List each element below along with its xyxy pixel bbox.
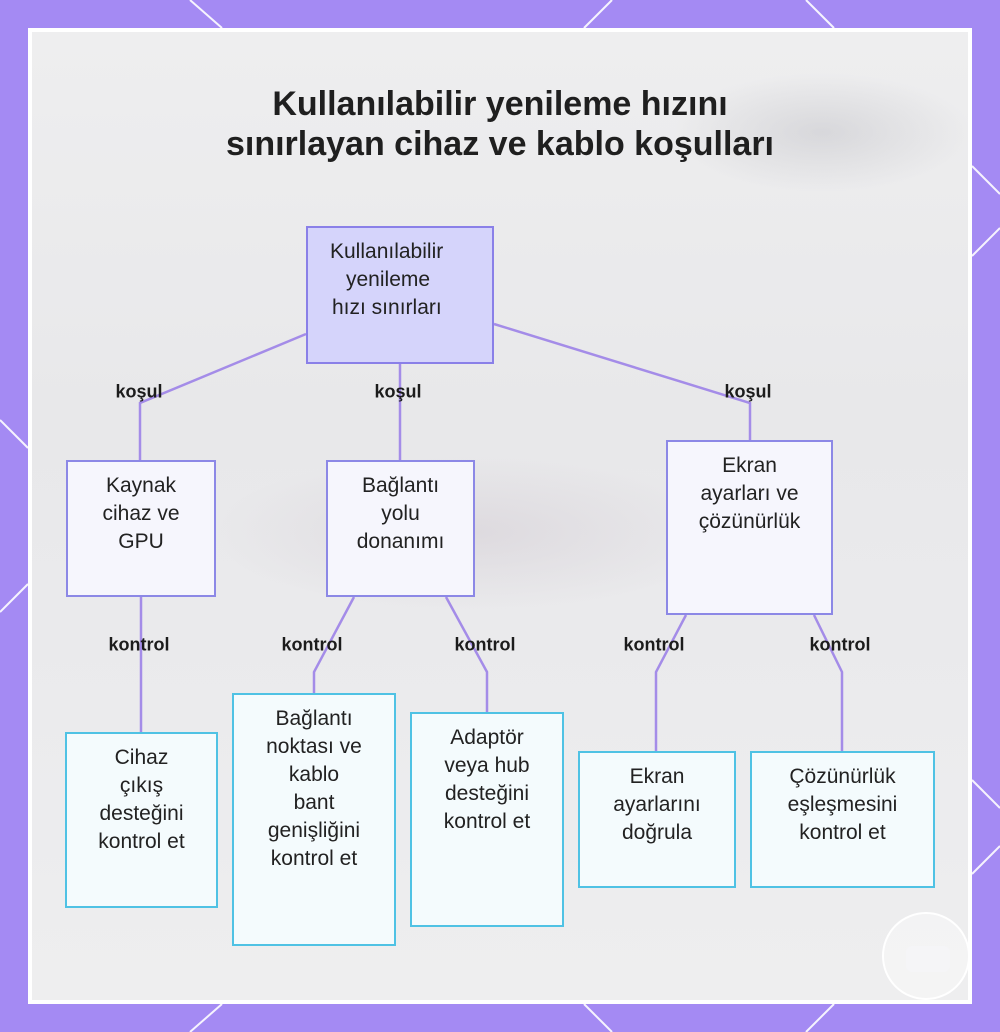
edge-label-condition: koşul (724, 381, 772, 402)
node-line: eşleşmesini (787, 793, 898, 816)
node-line: Ekran (629, 765, 685, 788)
node-line: kontrol et (799, 821, 886, 844)
node-line: hızı sınırları (332, 296, 442, 319)
node-line: noktası ve (266, 735, 362, 758)
background-blur (672, 72, 968, 192)
node-line: bant (293, 791, 335, 814)
node-check-adapter-hub: Adaptör veya hub desteğini kontrol et (410, 712, 564, 927)
edge-label-condition: koşul (374, 381, 422, 402)
node-line: kablo (288, 763, 340, 786)
node-line: desteğini (444, 782, 530, 805)
node-verify-display-settings: Ekran ayarlarını doğrula (578, 751, 736, 888)
edge-label-control: kontrol (281, 634, 343, 655)
node-line: kontrol et (98, 830, 185, 853)
chat-button[interactable] (882, 912, 970, 1000)
node-line: Bağlantı (361, 474, 440, 497)
node-connection-hardware: Bağlantı yolu donanımı (326, 460, 475, 597)
edge-label-control: kontrol (454, 634, 516, 655)
node-line: desteğini (99, 802, 184, 825)
node-line: veya hub (444, 754, 530, 777)
node-line: kontrol et (270, 847, 358, 870)
node-line: genişliğini (267, 819, 361, 842)
node-line: Cihaz (114, 746, 169, 769)
edge-root-display (493, 322, 752, 440)
node-line: çözünürlük (698, 510, 801, 533)
node-display-settings-resolution: Ekran ayarları ve çözünürlük (666, 440, 833, 615)
node-line: çıkış (119, 774, 164, 797)
node-check-port-cable-bandwidth: Bağlantı noktası ve kablo bant genişliği… (232, 693, 396, 946)
node-line: Kullanılabilir (330, 240, 444, 263)
node-line: kontrol et (443, 810, 531, 833)
edge-connection-adapter (444, 596, 489, 712)
title-line-1: Kullanılabilir yenileme hızını (272, 85, 728, 123)
node-line: donanımı (356, 530, 445, 553)
edge-connection-port (312, 596, 356, 693)
node-line: Kaynak (105, 474, 177, 497)
edge-label-control: kontrol (809, 634, 871, 655)
edge-label-condition: koşul (115, 381, 163, 402)
edge-display-verify (654, 614, 688, 751)
edge-label-control: kontrol (623, 634, 685, 655)
node-line: ayarlarını (613, 793, 701, 816)
edge-label-control: kontrol (108, 634, 170, 655)
node-line: GPU (118, 530, 164, 553)
node-line: Ekran (722, 454, 777, 477)
node-line: Çözünürlük (789, 765, 896, 788)
edge-root-source (138, 332, 307, 460)
node-line: yenileme (346, 268, 431, 291)
node-source-device-gpu: Kaynak cihaz ve GPU (66, 460, 216, 597)
node-line: doğrula (621, 821, 693, 844)
chat-bubble-icon (906, 946, 950, 972)
edge-display-resolution (812, 614, 844, 751)
title-line-2: sınırlayan cihaz ve kablo koşulları (225, 125, 775, 163)
node-usable-refresh-limits: Kullanılabilir yenileme hızı sınırları (306, 226, 494, 364)
node-check-device-output: Cihaz çıkış desteğini kontrol et (65, 732, 218, 908)
node-line: Adaptör (450, 726, 524, 749)
node-line: yolu (381, 502, 420, 525)
node-line: ayarları ve (700, 482, 799, 505)
node-line: cihaz ve (102, 502, 180, 525)
node-line: Bağlantı (275, 707, 353, 730)
diagram-title: Kullanılabilir yenileme hızını sınırlaya… (0, 84, 1000, 164)
node-check-resolution-match: Çözünürlük eşleşmesini kontrol et (750, 751, 935, 888)
